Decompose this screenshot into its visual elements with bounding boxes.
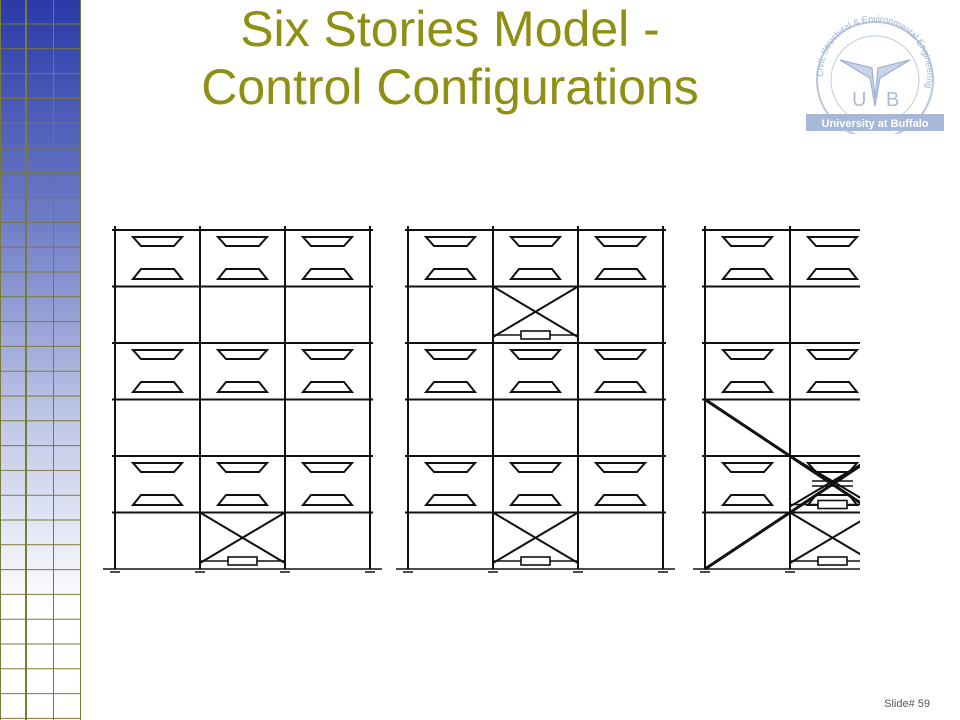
x-brace	[199, 511, 286, 564]
logo-ring-text: Civil, Structural & Environmental Engine…	[815, 14, 935, 90]
lower-trapezoid-device	[593, 268, 648, 280]
x-brace	[789, 463, 860, 508]
large-x-brace	[704, 464, 860, 571]
upper-trapezoid-device	[593, 349, 648, 360]
upper-trapezoid-device	[805, 236, 860, 247]
upper-trapezoid-device	[805, 349, 860, 360]
slide-number: Slide# 59	[884, 698, 930, 710]
lower-trapezoid-device	[130, 268, 185, 280]
upper-trapezoid-device	[215, 462, 270, 473]
lower-trapezoid-device	[508, 268, 563, 280]
logo-banner-text: University at Buffalo	[822, 118, 929, 130]
upper-trapezoid-device	[508, 349, 563, 360]
upper-trapezoid-device	[215, 349, 270, 360]
x-brace	[492, 285, 579, 338]
upper-trapezoid-device	[720, 349, 775, 360]
upper-trapezoid-device	[423, 236, 478, 247]
lower-trapezoid-device	[508, 494, 563, 506]
upper-trapezoid-device	[720, 236, 775, 247]
frame-b	[396, 226, 675, 573]
side-grid-decoration	[0, 0, 81, 720]
grid-lines	[0, 0, 81, 720]
slide-title: Six Stories Model - Control Configuratio…	[110, 0, 790, 116]
upper-trapezoid-device	[300, 462, 355, 473]
logo-initial-b: B	[886, 89, 899, 111]
lower-trapezoid-device	[130, 381, 185, 393]
upper-trapezoid-device	[508, 236, 563, 247]
lower-trapezoid-device	[423, 268, 478, 280]
title-line-1: Six Stories Model -	[240, 1, 660, 57]
lower-trapezoid-device	[130, 494, 185, 506]
lower-trapezoid-device	[593, 381, 648, 393]
lower-trapezoid-device	[720, 268, 775, 280]
lower-trapezoid-device	[215, 494, 270, 506]
upper-trapezoid-device	[423, 349, 478, 360]
title-line-2: Control Configurations	[201, 59, 699, 115]
university-logo: Civil, Structural & Environmental Engine…	[800, 10, 950, 139]
upper-trapezoid-device	[593, 462, 648, 473]
upper-trapezoid-device	[720, 462, 775, 473]
damper-cylinder	[817, 499, 848, 510]
x-brace	[789, 520, 860, 564]
lower-trapezoid-device	[215, 268, 270, 280]
frame-c	[693, 226, 860, 573]
upper-trapezoid-device	[130, 462, 185, 473]
upper-trapezoid-device	[300, 236, 355, 247]
logo-initial-u: U	[852, 89, 866, 111]
logo-banner	[806, 114, 944, 131]
logo-inner-ring	[830, 35, 920, 125]
lower-trapezoid-device	[423, 381, 478, 393]
damper-cylinder	[227, 556, 258, 566]
lower-trapezoid-device	[215, 381, 270, 393]
upper-trapezoid-device	[423, 462, 478, 473]
lower-trapezoid-device	[720, 494, 775, 506]
frame-diagrams	[103, 226, 860, 573]
upper-trapezoid-device	[508, 462, 563, 473]
damper-cylinder	[817, 556, 848, 566]
damper-cylinder	[520, 330, 551, 340]
upper-trapezoid-device	[300, 349, 355, 360]
upper-trapezoid-device	[130, 349, 185, 360]
lower-trapezoid-device	[593, 494, 648, 506]
lower-trapezoid-device	[508, 381, 563, 393]
frame-a	[103, 226, 382, 573]
lower-trapezoid-device	[423, 494, 478, 506]
lower-trapezoid-device	[805, 381, 860, 393]
logo-emblem-icon	[839, 59, 911, 107]
x-brace	[789, 511, 860, 556]
x-brace	[492, 511, 579, 564]
upper-trapezoid-device	[593, 236, 648, 247]
lower-trapezoid-device	[720, 381, 775, 393]
lower-trapezoid-device	[805, 268, 860, 280]
lower-trapezoid-device	[300, 494, 355, 506]
lower-trapezoid-device	[300, 268, 355, 280]
upper-trapezoid-device	[130, 236, 185, 247]
lower-trapezoid-device	[300, 381, 355, 393]
damper-cylinder	[520, 556, 551, 566]
upper-trapezoid-device	[215, 236, 270, 247]
